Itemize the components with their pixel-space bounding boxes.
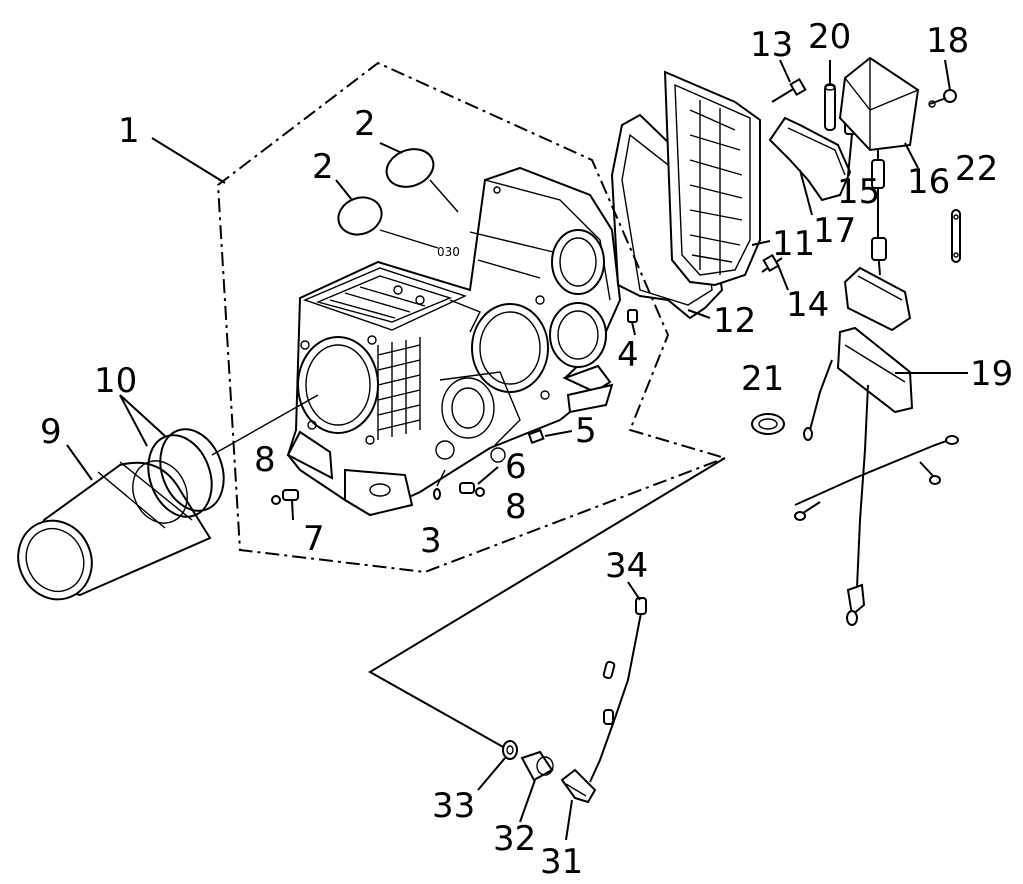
- core-plug-lower: [337, 196, 439, 249]
- callout-labels: 1 2 2 3 4 5 6 7 8 8 9 10 11 12 13 14 15 …: [40, 17, 1013, 882]
- callout-6: 6: [505, 447, 527, 487]
- callout-12: 12: [713, 301, 756, 341]
- block-marking: 030: [437, 245, 460, 259]
- side-cover: [663, 70, 761, 287]
- callout-14: 14: [786, 285, 829, 325]
- callout-20: 20: [808, 17, 851, 57]
- callout-22: 22: [955, 149, 998, 189]
- callout-13: 13: [750, 25, 793, 65]
- washer-8-left: [271, 495, 281, 505]
- adapter-32: [520, 750, 554, 782]
- bracket-17: [768, 116, 852, 202]
- sensor-31: [560, 768, 597, 804]
- strap-22: [951, 209, 961, 263]
- lower-group-guideline: [368, 457, 726, 749]
- o-rings: [147, 394, 319, 518]
- bolt-13: [771, 77, 807, 103]
- callout-8-right: 8: [505, 487, 527, 527]
- callout-11: 11: [772, 224, 815, 264]
- callout-16: 16: [907, 162, 950, 202]
- callout-21: 21: [741, 359, 784, 399]
- callout-4: 4: [617, 335, 639, 375]
- washer-8-right: [475, 487, 485, 497]
- core-plug-upper: [385, 148, 459, 213]
- cylinder-block-group-outline: [216, 61, 729, 574]
- dowel-7: [282, 489, 299, 501]
- bolt-14: [761, 253, 783, 273]
- clamp-21: [751, 413, 785, 435]
- callout-2-lower: 2: [312, 147, 334, 187]
- callout-33: 33: [432, 786, 475, 826]
- plug-5: [527, 428, 545, 445]
- callout-19: 19: [970, 354, 1013, 394]
- module-box-16: [838, 56, 920, 152]
- cylinder-liner: [17, 460, 212, 601]
- callout-31: 31: [540, 842, 583, 882]
- callout-18: 18: [926, 21, 969, 61]
- lower-leader-lines: [477, 581, 641, 841]
- callout-2-upper: 2: [354, 104, 376, 144]
- sensor-cable-34: [589, 597, 647, 783]
- callout-10: 10: [94, 361, 137, 401]
- pin-4: [627, 309, 638, 323]
- dowel-6: [459, 482, 475, 494]
- callout-3: 3: [420, 521, 442, 561]
- callout-34: 34: [605, 546, 648, 586]
- callout-5: 5: [575, 411, 597, 451]
- callout-7: 7: [303, 519, 325, 559]
- leader-lines: [66, 59, 968, 521]
- callout-15: 15: [837, 172, 880, 212]
- washer-33: [502, 740, 518, 760]
- pin-20: [824, 83, 836, 131]
- callout-9: 9: [40, 412, 62, 452]
- plug-3: [433, 469, 446, 500]
- wiring-harness: [794, 150, 959, 626]
- callout-32: 32: [493, 819, 536, 859]
- callout-1: 1: [118, 111, 140, 151]
- bolt-18: [928, 89, 957, 108]
- callout-17: 17: [813, 211, 856, 251]
- callout-8-left: 8: [254, 440, 276, 480]
- cylinder-block: 030: [286, 166, 622, 517]
